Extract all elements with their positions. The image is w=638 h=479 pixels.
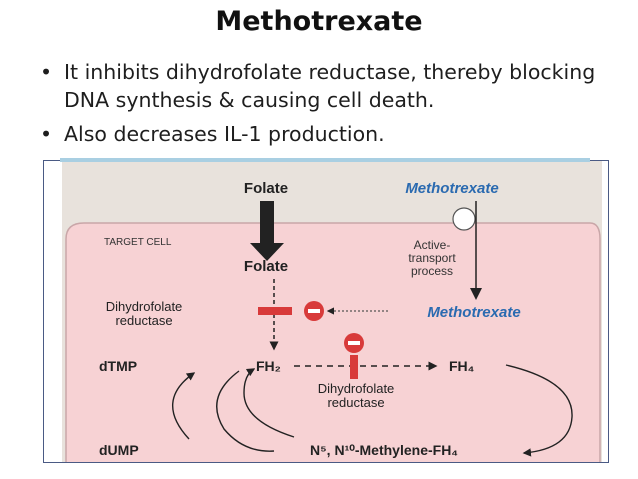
methylene-to-fh2-curve (243, 368, 295, 438)
folate-entry-arrow-head (250, 243, 284, 261)
dump-label: dUMP (99, 442, 139, 458)
methotrexate-mechanism-figure: Folate Methotrexate TARGET CELL Active- … (43, 160, 609, 463)
dhfr-label-left-line2: reductase (115, 313, 172, 328)
fh2-label: FH₂ (256, 358, 281, 374)
dump-to-dtmp-curve (172, 372, 196, 440)
dhfr-block-bar-left (258, 307, 292, 315)
target-cell-region (65, 222, 601, 462)
folate-outside-label: Folate (244, 180, 288, 197)
methotrexate-inside-label: Methotrexate (427, 304, 520, 321)
dhfr-label-middle-line2: reductase (327, 395, 384, 410)
dtmp-label: dTMP (99, 358, 137, 374)
dhfr-label-middle-line1: Dihydrofolate (318, 381, 395, 396)
folate-entry-arrow-shaft (260, 201, 274, 245)
accent-divider (60, 158, 590, 162)
transporter-icon (452, 207, 476, 231)
methylene-fh4-label: N⁵, N¹⁰-Methylene-FH₄ (310, 442, 458, 458)
dhfr-label-left-line1: Dihydrofolate (106, 299, 183, 314)
fh4-to-methylene-curve (505, 364, 573, 457)
inhibitor-minus-left (308, 309, 320, 313)
active-transport-label-line2: transport (408, 251, 456, 265)
target-cell-label: TARGET CELL (104, 237, 172, 248)
folate-inside-label: Folate (244, 258, 288, 275)
bullet-item: It inhibits dihydrofolate reductase, the… (40, 58, 620, 114)
inhibitor-minus-middle (348, 341, 360, 345)
methotrexate-outside-label: Methotrexate (405, 180, 498, 197)
bullet-item: Also decreases IL-1 production. (40, 120, 620, 148)
fh4-label: FH₄ (449, 358, 474, 374)
active-transport-label-line1: Active- (414, 238, 451, 252)
dhfr-block-bar-middle (350, 355, 358, 379)
slide-title: Methotrexate (215, 6, 423, 37)
mechanism-diagram: Folate Methotrexate TARGET CELL Active- … (62, 161, 602, 462)
bullet-list: It inhibits dihydrofolate reductase, the… (40, 58, 620, 154)
active-transport-label-line3: process (411, 264, 453, 278)
fh2-cycle-curve (216, 370, 275, 452)
